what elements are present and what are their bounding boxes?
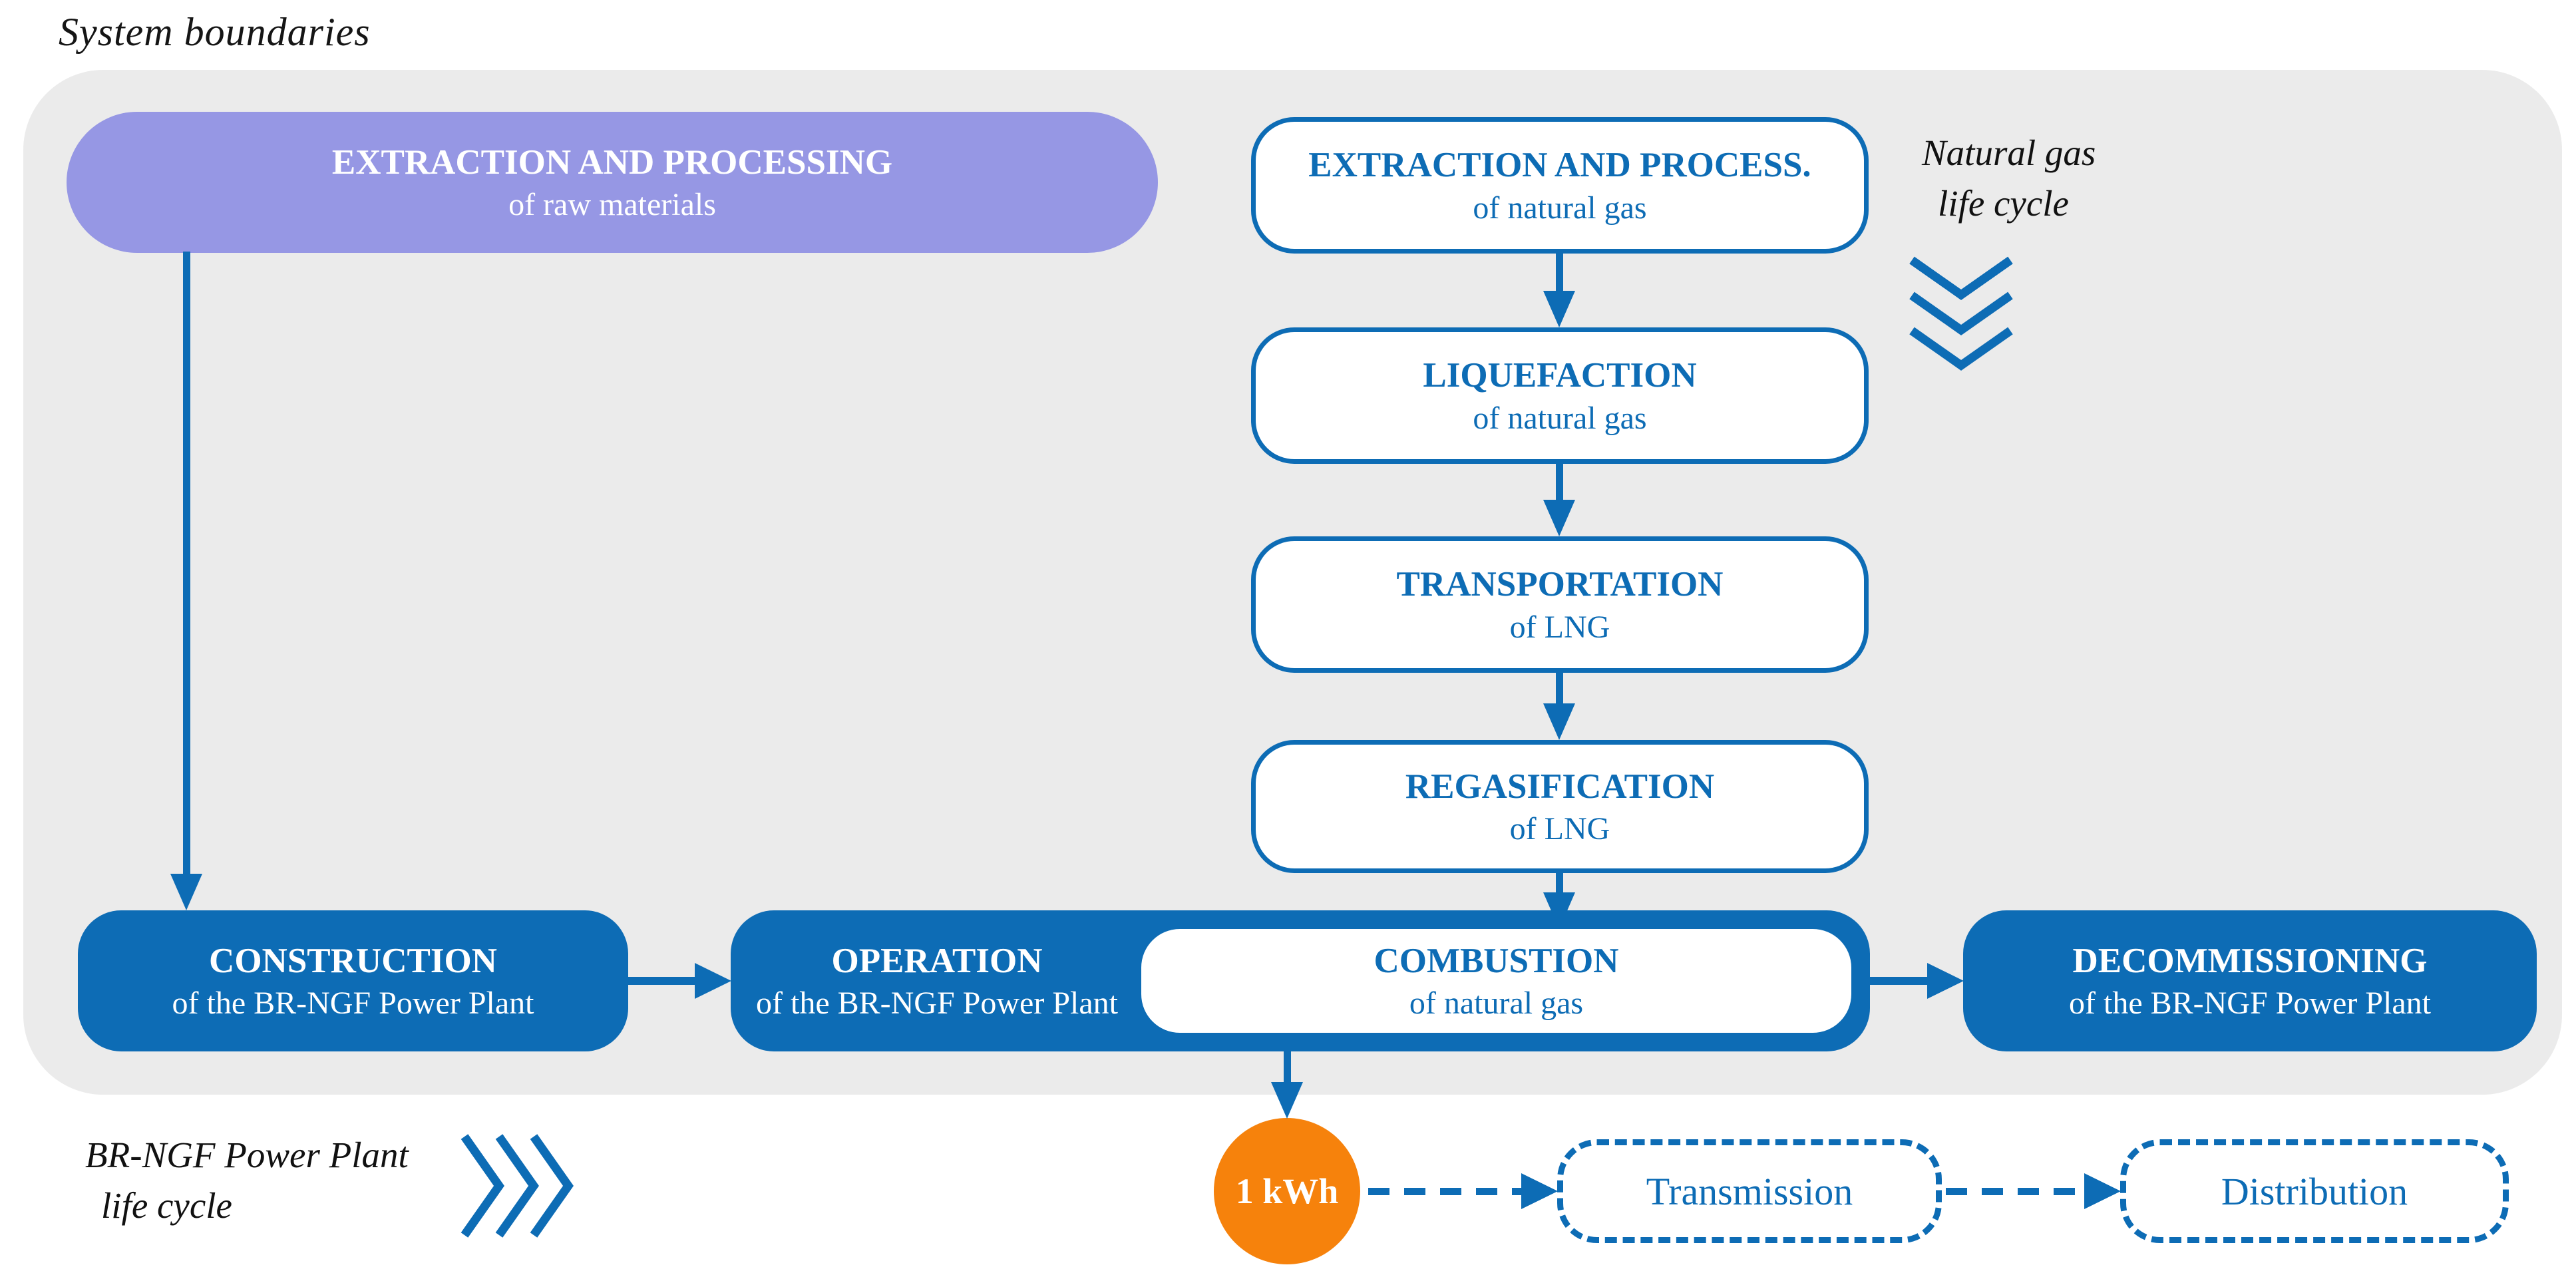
box-transmission: Transmission xyxy=(1557,1139,1942,1243)
arrow-head xyxy=(1271,1082,1303,1119)
chevron-right-triple-icon xyxy=(460,1134,574,1238)
box-subtitle: of natural gas xyxy=(1409,986,1584,1021)
box-title: DECOMMISSIONING xyxy=(2072,941,2428,980)
box-subtitle: of the BR-NGF Power Plant xyxy=(172,986,534,1021)
arrow-stem xyxy=(183,252,190,874)
arrow-stem xyxy=(1556,254,1563,292)
box-title: COMBUSTION xyxy=(1374,941,1619,980)
label-line1: BR-NGF Power Plant xyxy=(85,1135,409,1175)
box-ng-extraction: EXTRACTION AND PROCESS. of natural gas xyxy=(1251,117,1869,254)
box-title: Transmission xyxy=(1646,1169,1853,1213)
arrow-head xyxy=(695,963,731,999)
box-regasification: REGASIFICATION of LNG xyxy=(1251,740,1869,873)
box-title: EXTRACTION AND PROCESS. xyxy=(1308,146,1811,185)
box-subtitle: of LNG xyxy=(1509,811,1610,847)
box-distribution: Distribution xyxy=(2120,1139,2509,1243)
arrow-head xyxy=(1927,963,1964,999)
arrow-head xyxy=(1543,291,1575,327)
arrow-stem xyxy=(1368,1188,1523,1195)
box-title: LIQUEFACTION xyxy=(1423,356,1697,395)
arrow-stem xyxy=(1556,873,1563,894)
box-decommissioning: DECOMMISSIONING of the BR-NGF Power Plan… xyxy=(1963,910,2537,1051)
box-title: Distribution xyxy=(2221,1169,2408,1213)
box-title: EXTRACTION AND PROCESSING xyxy=(331,142,893,182)
label-line2: life cycle xyxy=(1938,182,2069,224)
box-combustion: COMBUSTION of natural gas xyxy=(1141,929,1851,1033)
page-title: System boundaries xyxy=(59,10,371,54)
box-transportation: TRANSPORTATION of LNG xyxy=(1251,536,1869,673)
functional-unit-circle: 1 kWh xyxy=(1214,1118,1360,1264)
box-subtitle: of natural gas xyxy=(1473,400,1647,436)
arrow-head xyxy=(1543,892,1575,929)
label-line1: Natural gas xyxy=(1922,132,2096,173)
arrow-head xyxy=(1521,1173,1558,1209)
arrow-head xyxy=(170,874,202,910)
box-subtitle: of raw materials xyxy=(508,187,716,223)
arrow-stem xyxy=(1556,464,1563,501)
arrow-head xyxy=(1543,500,1575,536)
box-title: OPERATION xyxy=(831,941,1043,980)
box-construction: CONSTRUCTION of the BR-NGF Power Plant xyxy=(78,910,628,1051)
arrow-stem xyxy=(1556,673,1563,705)
operation-label-block: OPERATION of the BR-NGF Power Plant xyxy=(731,910,1143,1051)
label-line2: life cycle xyxy=(101,1185,232,1226)
box-subtitle: of the BR-NGF Power Plant xyxy=(756,986,1118,1021)
arrow-stem xyxy=(1870,977,1929,985)
box-title: REGASIFICATION xyxy=(1405,767,1715,806)
arrow-head xyxy=(1543,703,1575,740)
arrow-stem xyxy=(1284,1051,1291,1083)
box-subtitle: of the BR-NGF Power Plant xyxy=(2069,986,2431,1021)
box-liquefaction: LIQUEFACTION of natural gas xyxy=(1251,327,1869,464)
arrow-stem xyxy=(1946,1188,2086,1195)
functional-unit-value: 1 kWh xyxy=(1235,1171,1339,1211)
box-title: CONSTRUCTION xyxy=(209,941,497,980)
natural-gas-lifecycle-label: Natural gas life cycle xyxy=(1922,128,2096,229)
arrow-stem xyxy=(628,977,696,985)
box-title: TRANSPORTATION xyxy=(1396,565,1724,604)
chevron-down-triple-icon xyxy=(1909,256,2013,371)
plant-lifecycle-label: BR-NGF Power Plant life cycle xyxy=(85,1130,409,1231)
arrow-head xyxy=(2084,1173,2121,1209)
box-subtitle: of LNG xyxy=(1509,609,1610,645)
box-extraction-raw-materials: EXTRACTION AND PROCESSING of raw materia… xyxy=(67,112,1158,253)
box-subtitle: of natural gas xyxy=(1473,190,1647,226)
